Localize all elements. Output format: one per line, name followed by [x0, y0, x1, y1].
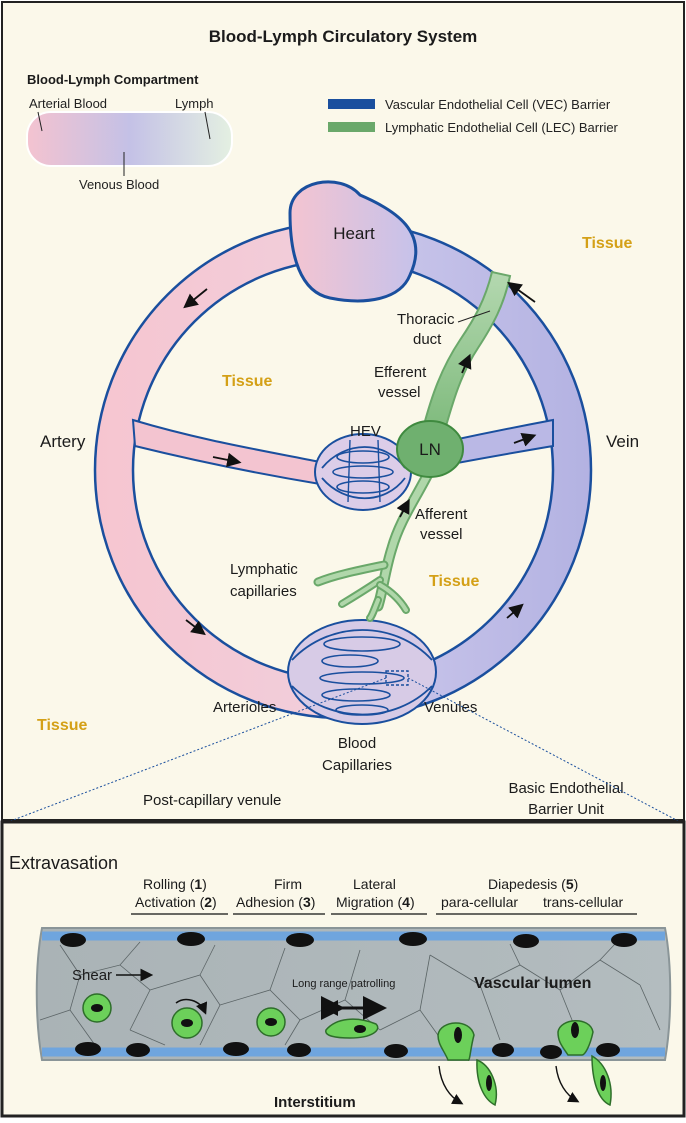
arrow-artery-branch — [212, 452, 242, 467]
leukocyte-activation — [171, 998, 208, 1039]
cell-boundaries — [39, 941, 661, 1046]
interstitium-label: Interstitium — [274, 1094, 356, 1111]
blood-cap-label-2: Capillaries — [322, 757, 392, 774]
shear-label: Shear — [72, 967, 112, 984]
arterial-blood-label: Arterial Blood — [29, 96, 107, 111]
endothelial-nuclei — [60, 932, 637, 1059]
leukocyte-lateral-migration — [325, 1018, 379, 1039]
arrow-vein-top — [507, 281, 536, 303]
tissue-label-top-right: Tissue — [582, 235, 633, 252]
compartment-bar — [26, 111, 233, 167]
afferent-label-2: vessel — [420, 526, 463, 543]
venules-label: Venules — [424, 699, 477, 716]
heart-label: Heart — [333, 224, 375, 243]
step-diapedesis: Diapedesis (5) — [488, 876, 578, 892]
lymphatic-capillaries — [313, 560, 410, 622]
lymph-node-label: LN — [419, 440, 441, 459]
arterioles-label: Arterioles — [213, 699, 276, 716]
arrow-vein-branch — [513, 432, 537, 447]
arrow-vein-bottom — [506, 603, 524, 619]
vein-label: Vein — [606, 432, 639, 451]
thoracic-label-2: duct — [413, 331, 442, 348]
arterial-pointer — [37, 111, 43, 132]
legend-lec-label: Lymphatic Endothelial Cell (LEC) Barrier — [385, 120, 619, 135]
compartment-heading: Blood-Lymph Compartment — [27, 72, 199, 87]
zoom-line-left — [7, 677, 387, 823]
lymph-label: Lymph — [175, 96, 214, 111]
basic-unit-label-2: Barrier Unit — [528, 801, 605, 818]
lymph-cap-label-1: Lymphatic — [230, 561, 298, 578]
patrolling-label: Long range patrolling — [292, 978, 395, 990]
step-lateral: Lateral — [353, 876, 396, 892]
blood-cap-label-1: Blood — [338, 735, 376, 752]
leukocyte-para-cellular — [437, 1022, 497, 1107]
legend-vec-swatch — [328, 99, 375, 109]
tissue-label-inner-bottom: Tissue — [429, 573, 480, 590]
arrow-artery-bottom — [185, 619, 206, 636]
afferent-label-1: Afferent — [415, 506, 468, 523]
tissue-label-bottom-left: Tissue — [37, 717, 88, 734]
extravasation-title: Extravasation — [9, 853, 118, 873]
post-capillary-label: Post-capillary venule — [143, 792, 281, 809]
step-activation: Activation (2) — [135, 894, 217, 910]
legend-lec-swatch — [328, 122, 375, 132]
zoom-line-right — [407, 677, 681, 823]
thoracic-label-1: Thoracic — [397, 311, 455, 328]
page-title: Blood-Lymph Circulatory System — [209, 27, 478, 46]
vascular-lumen-label: Vascular lumen — [474, 975, 591, 992]
tissue-label-inner-top: Tissue — [222, 373, 273, 390]
venous-blood-label: Venous Blood — [79, 177, 159, 192]
step-migration: Migration (4) — [336, 894, 415, 910]
leukocyte-rolling — [82, 993, 112, 1023]
step-adhesion: Adhesion (3) — [236, 894, 315, 910]
efferent-label-1: Efferent — [374, 364, 427, 381]
thoracic-pointer — [457, 310, 491, 323]
heart — [288, 180, 418, 303]
flow-arrows — [183, 281, 537, 636]
basic-unit-label-1: Basic Endothelial — [508, 780, 623, 797]
lymph-pointer — [204, 111, 211, 140]
legend-vec-label: Vascular Endothelial Cell (VEC) Barrier — [385, 97, 611, 112]
blood-capillary-bed — [287, 619, 437, 725]
step-firm: Firm — [274, 876, 302, 892]
arrow-efferent — [458, 353, 472, 374]
lymph-node — [396, 420, 464, 478]
step-para-cellular: para-cellular — [441, 894, 518, 910]
hev-capillary-bed — [314, 433, 412, 511]
arrow-artery-top — [183, 288, 208, 309]
artery-label: Artery — [40, 432, 86, 451]
arrow-afferent — [396, 498, 410, 518]
leukocyte-trans-cellular — [557, 1020, 612, 1107]
step-rolling: Rolling (1) — [143, 876, 207, 892]
efferent-label-2: vessel — [378, 384, 421, 401]
exit-arrows — [438, 1065, 580, 1105]
leukocyte-firm-adhesion — [256, 1007, 286, 1037]
step-trans-cellular: trans-cellular — [543, 894, 623, 910]
hev-label: HEV — [350, 423, 381, 440]
circulation-ring — [93, 220, 593, 720]
lymph-cap-label-2: capillaries — [230, 583, 297, 600]
